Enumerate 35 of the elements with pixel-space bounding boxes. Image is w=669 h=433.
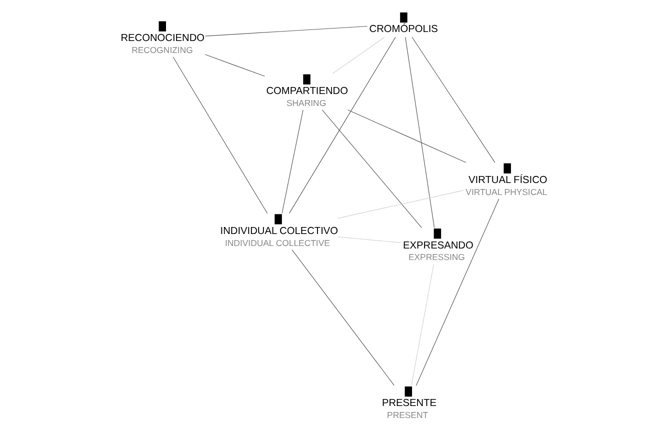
node-box	[434, 228, 442, 239]
connector	[411, 264, 434, 386]
node-box	[504, 163, 511, 174]
node-label: PRESENTE	[382, 398, 437, 410]
connector	[347, 110, 466, 163]
node-box	[303, 74, 310, 84]
connector	[337, 190, 464, 219]
node-label: COMPARTIENDO	[266, 86, 348, 98]
connector	[288, 36, 396, 214]
node-box	[158, 21, 166, 32]
node-label: EXPRESSING	[408, 252, 465, 262]
connector	[204, 54, 266, 77]
connector	[338, 236, 402, 243]
connector	[405, 36, 435, 228]
connector	[412, 36, 496, 163]
node-label: SHARING	[286, 98, 326, 108]
node-box	[274, 214, 282, 224]
connector	[205, 26, 368, 36]
node-label: INDIVIDUAL COLLECTIVE	[225, 238, 330, 248]
node-label: VIRTUAL FÍSICO	[468, 175, 548, 186]
node-box	[404, 386, 412, 397]
node-label: VIRTUAL PHYSICAL	[466, 186, 548, 197]
connector	[332, 36, 385, 74]
node-label: EXPRESANDO	[403, 240, 474, 252]
node-label: RECOGNIZING	[132, 44, 193, 55]
connector	[416, 198, 500, 386]
node-label: CROMÓPOLIS	[369, 24, 438, 36]
node-label: INDIVIDUAL COLECTIVO	[220, 226, 338, 237]
node-label: PRESENT	[387, 410, 428, 420]
connector	[292, 250, 394, 386]
node-box	[400, 12, 408, 23]
connector	[282, 110, 304, 214]
connector	[172, 56, 268, 214]
connector	[322, 110, 422, 228]
node-label: RECONOCIENDO	[120, 32, 205, 44]
